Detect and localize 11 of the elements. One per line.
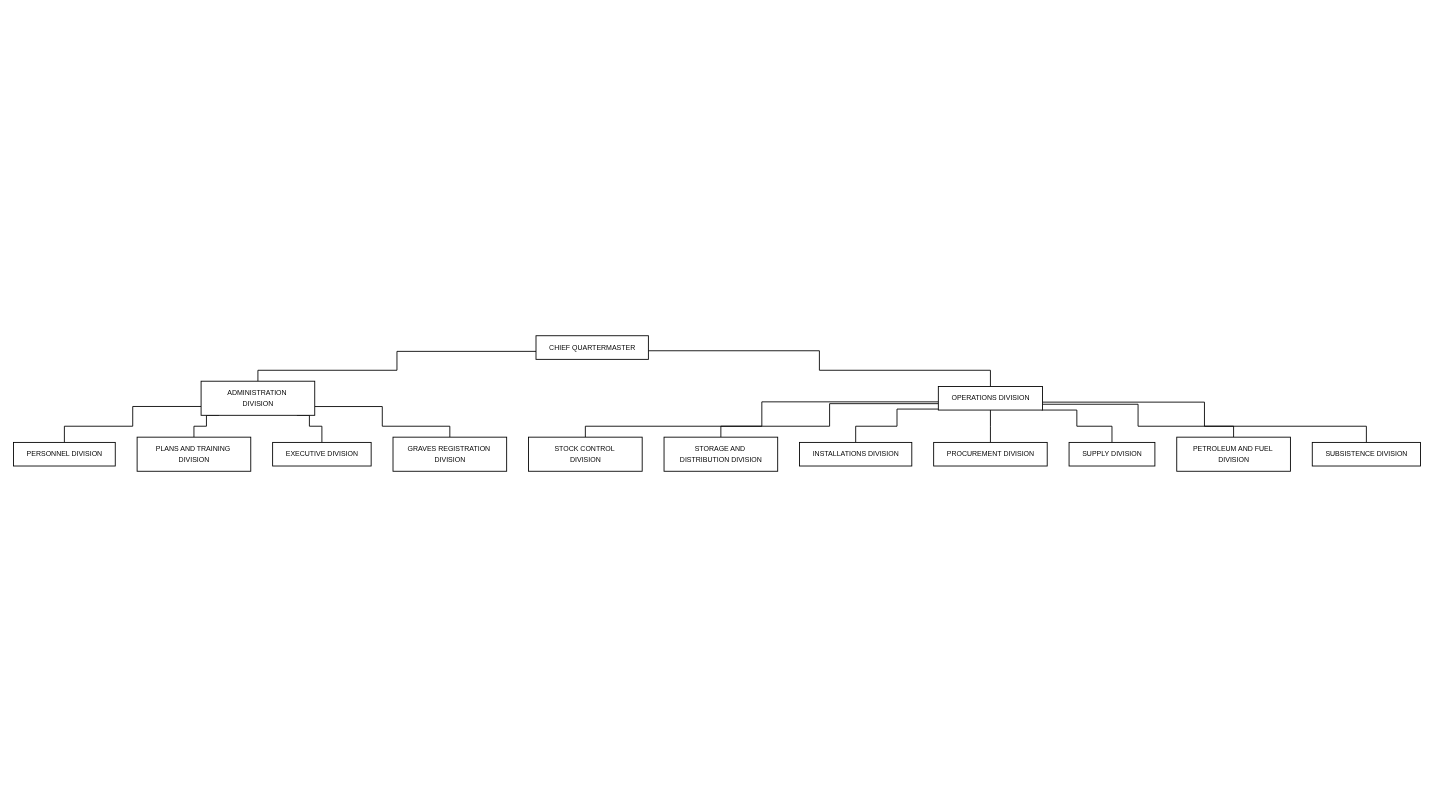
connector (990, 409, 991, 443)
connector (1041, 409, 1113, 443)
connector (63, 406, 202, 443)
connector (314, 406, 451, 438)
connector (1042, 403, 1234, 438)
connector (720, 403, 939, 438)
connector (257, 350, 537, 382)
connector (1042, 401, 1367, 443)
connector (584, 401, 939, 438)
connector (855, 408, 939, 443)
connector (647, 350, 991, 387)
